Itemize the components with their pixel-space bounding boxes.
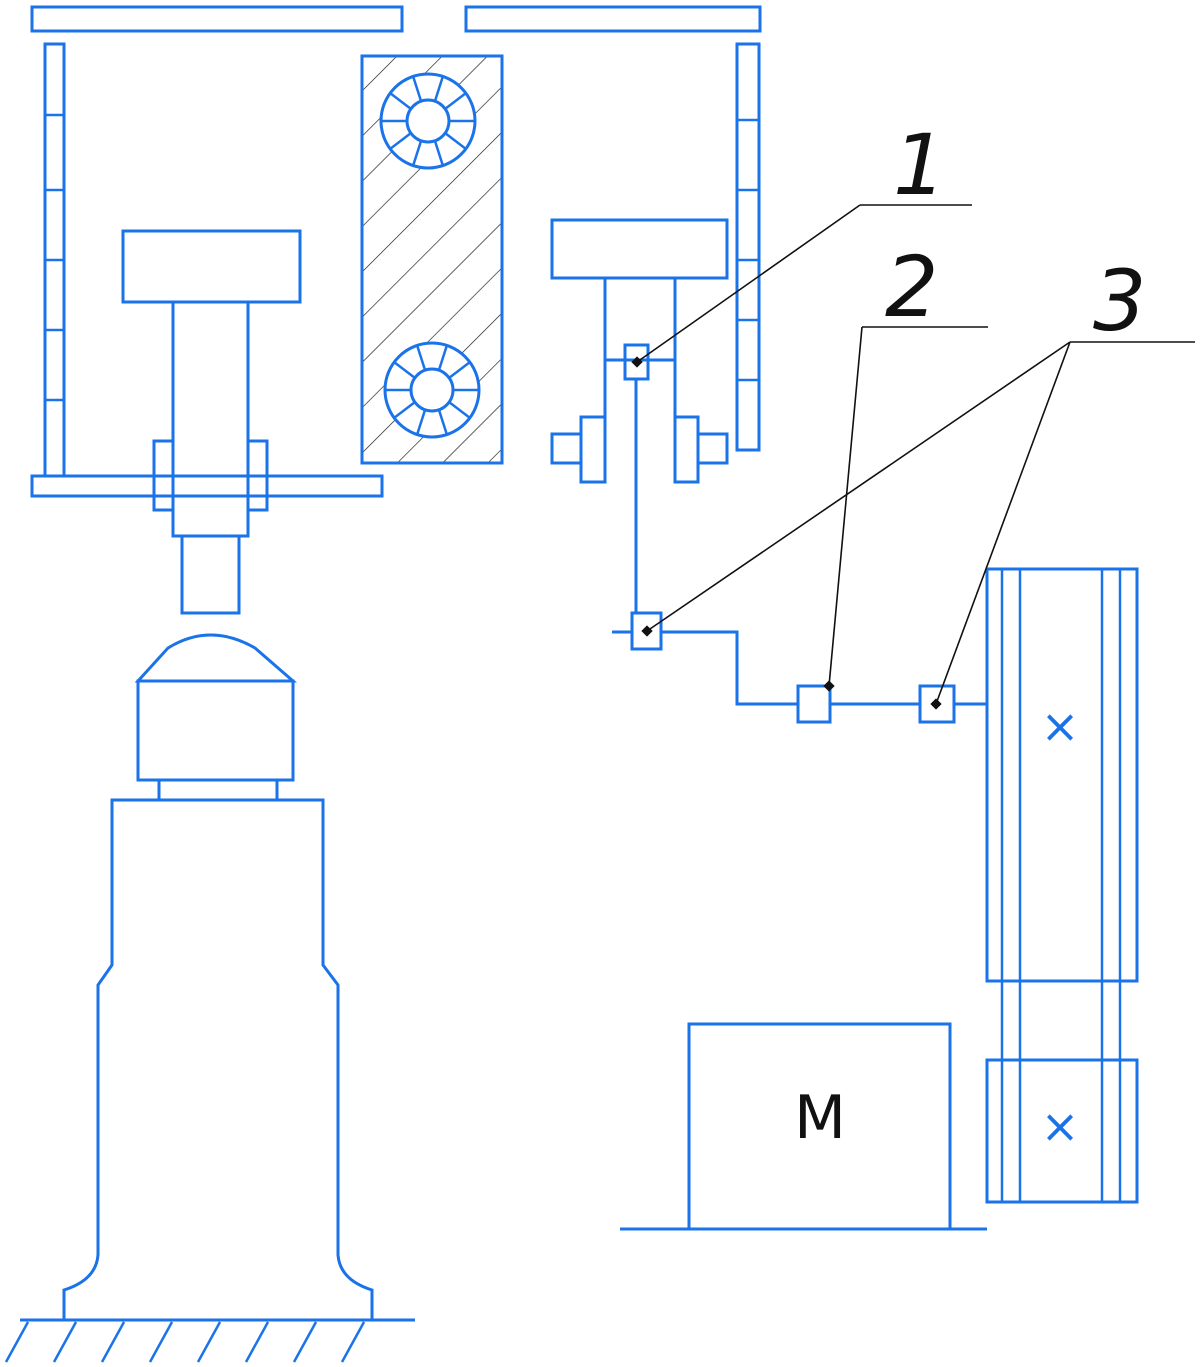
left-ram-assembly: [30, 229, 384, 615]
callout-label-2: 2: [885, 238, 938, 336]
lower-pulley-mark: ×: [1041, 1099, 1080, 1153]
callout-leaders: [631, 204, 1195, 710]
motor: M: [620, 1022, 987, 1231]
upper-pulley-mark: ×: [1041, 699, 1080, 753]
callout-label-1: 1: [893, 116, 946, 214]
lower-bearing: [383, 341, 481, 439]
motor-label: M: [794, 1083, 846, 1153]
callout-label-3: 3: [1093, 252, 1146, 350]
right-segmented-column: [735, 42, 761, 452]
left-segmented-column: [43, 42, 66, 478]
right-link-mechanism: [550, 218, 987, 724]
top-guard-plates: [30, 5, 762, 33]
upper-bearing: [379, 72, 477, 170]
hatched-bearing-housing: [360, 54, 504, 465]
left-machine-body: [62, 633, 374, 1322]
ground-line: [4, 1318, 415, 1363]
belt-drive: × ×: [985, 567, 1139, 1204]
